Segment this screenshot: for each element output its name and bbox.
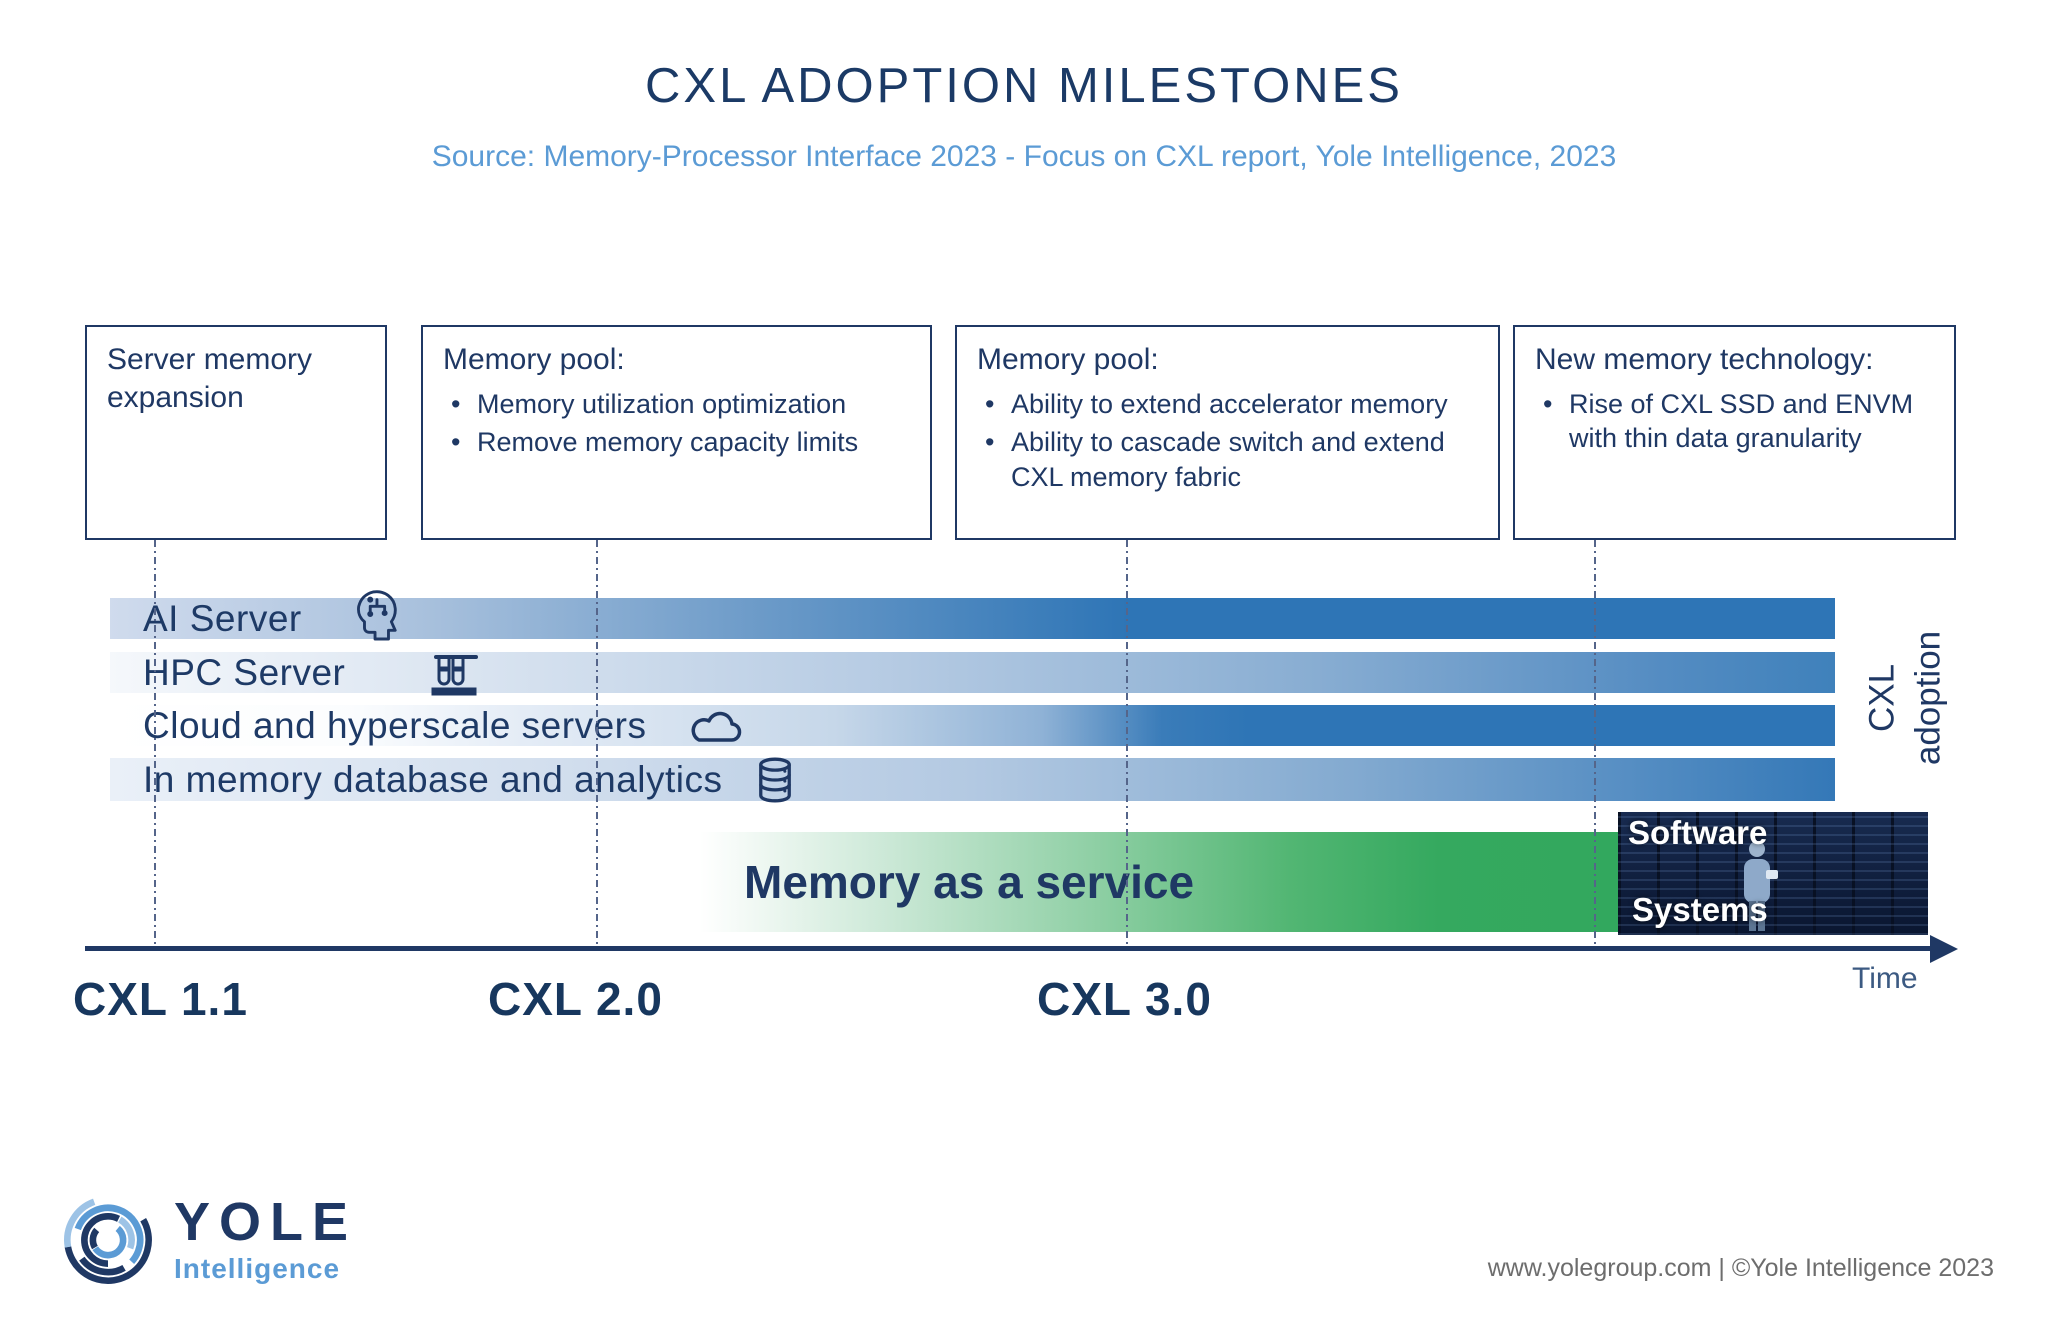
photo-overlay-systems: Systems	[1632, 891, 1768, 928]
cloud-icon	[686, 706, 744, 746]
milestone-box-title: New memory technology:	[1535, 343, 1874, 376]
yole-brand-name: YOLE	[174, 1192, 358, 1252]
time-axis-label: Time	[1852, 962, 1918, 995]
milestone-box-server-memory-expansion: Server memory expansion	[85, 325, 387, 540]
adoption-bar-ai-server: AI Server	[110, 589, 1835, 640]
milestone-box-new-memory-technology: New memory technology: Rise of CXL SSD a…	[1513, 325, 1956, 540]
yole-logo-mark-icon	[56, 1188, 160, 1292]
bar-label: HPC Server	[143, 651, 346, 693]
yole-logo-text: YOLE Intelligence	[174, 1195, 357, 1285]
person-silhouette	[1736, 838, 1778, 934]
test-tube-rack-icon	[427, 651, 479, 699]
adoption-bar-cloud-hyperscale: Cloud and hyperscale servers	[110, 705, 1835, 746]
axis-tick-cxl-2-0: CXL 2.0	[488, 973, 663, 1025]
time-axis-line	[85, 946, 1935, 951]
cxl-adoption-line2: adoption	[1908, 630, 1947, 766]
milestone-bullet: Rise of CXL SSD and ENVM with thin data …	[1535, 387, 1934, 456]
cxl-adoption-axis-label: CXL adoption	[1860, 631, 1951, 765]
bar-label: In memory database and analytics	[143, 758, 723, 800]
adoption-bar-hpc-server: HPC Server	[110, 651, 1835, 695]
milestone-bullet-list: Memory utilization optimization Remove m…	[443, 387, 910, 460]
service-bar-label: Memory as a service	[744, 856, 1195, 908]
milestone-connector-line-software	[1594, 540, 1596, 948]
database-icon	[756, 757, 794, 803]
page-title: CXL ADOPTION MILESTONES	[645, 59, 1403, 113]
milestone-box-memory-pool-cxl3: Memory pool: Ability to extend accelerat…	[955, 325, 1500, 540]
milestone-box-title: Memory pool:	[977, 343, 1159, 376]
milestone-connector-line-cxl11	[154, 540, 156, 948]
milestone-bullet-list: Rise of CXL SSD and ENVM with thin data …	[1535, 387, 1934, 456]
bar-label: AI Server	[143, 597, 302, 639]
milestone-box-title: Server memory expansion	[107, 343, 313, 414]
time-axis-arrowhead-icon	[1930, 935, 1958, 963]
footer-copyright: www.yolegroup.com | ©Yole Intelligence 2…	[1487, 1254, 1994, 1282]
milestone-bullet: Remove memory capacity limits	[443, 425, 910, 460]
milestone-bullet-list: Ability to extend accelerator memory Abi…	[977, 387, 1478, 495]
milestone-box-title: Memory pool:	[443, 343, 625, 376]
cxl-adoption-line1: CXL	[1862, 663, 1902, 733]
source-line: Source: Memory-Processor Interface 2023 …	[431, 140, 1617, 173]
milestone-connector-line-cxl30	[1126, 540, 1128, 948]
axis-tick-cxl-3-0: CXL 3.0	[1037, 973, 1212, 1025]
milestone-box-memory-pool-cxl2: Memory pool: Memory utilization optimiza…	[421, 325, 932, 540]
ai-head-icon	[352, 587, 400, 643]
milestone-bullet: Ability to extend accelerator memory	[977, 387, 1478, 422]
server-room-photo: Software Systems	[1618, 812, 1928, 935]
axis-tick-cxl-1-1: CXL 1.1	[73, 973, 248, 1025]
photo-overlay-software: Software	[1628, 814, 1768, 851]
milestone-bullet: Ability to cascade switch and extend CXL…	[977, 425, 1478, 494]
milestone-bullet: Memory utilization optimization	[443, 387, 910, 422]
adoption-bar-in-memory-db: In memory database and analytics	[110, 757, 1835, 803]
milestone-connector-line-cxl20	[596, 540, 598, 948]
bar-label: Cloud and hyperscale servers	[143, 704, 647, 746]
yole-logo: YOLE Intelligence	[56, 1188, 357, 1292]
yole-sub-brand: Intelligence	[174, 1253, 341, 1284]
